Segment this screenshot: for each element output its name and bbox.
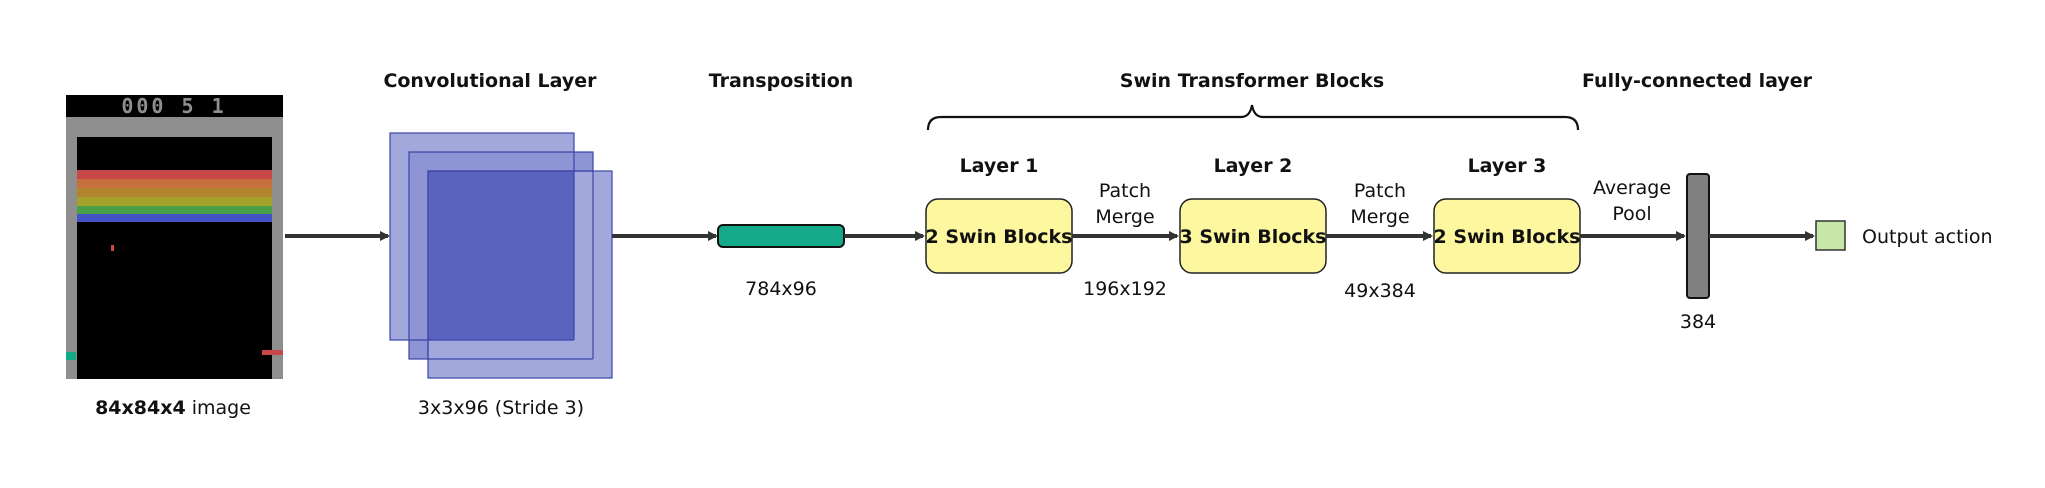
layer1-label: Layer 1 (960, 155, 1039, 177)
swin-group-brace (926, 104, 1580, 131)
output-label: Output action (1862, 226, 1993, 248)
brick-rows (77, 170, 272, 222)
transposition-bar (717, 224, 845, 248)
transposition-dims: 784x96 (745, 278, 817, 300)
fc-bar (1686, 173, 1710, 299)
input-frame: 000 5 1 (66, 94, 283, 379)
paddle (262, 350, 283, 355)
input-caption-dims: 84x84x4 (95, 397, 186, 419)
score-display: 000 5 1 (121, 94, 226, 118)
input-caption: 84x84x4 image (95, 397, 251, 419)
ball (111, 245, 114, 251)
input-caption-text: image (186, 397, 251, 419)
merge1-dims: 196x192 (1083, 278, 1167, 300)
pool-line2: Pool (1612, 203, 1651, 225)
output-box (1815, 220, 1846, 251)
conv-stack (389, 132, 613, 379)
merge2-line2: Merge (1350, 206, 1409, 228)
transposition-title: Transposition (709, 70, 854, 92)
merge2-line1: Patch (1354, 180, 1406, 202)
layer1-block-label: 2 Swin Blocks (926, 226, 1073, 248)
fc-dims: 384 (1680, 311, 1716, 333)
pool-line1: Average (1593, 177, 1671, 199)
merge1-line1: Patch (1099, 180, 1151, 202)
merge2-dims: 49x384 (1344, 280, 1416, 302)
fc-title: Fully-connected layer (1582, 70, 1813, 92)
layer2-label: Layer 2 (1214, 155, 1293, 177)
conv-title: Convolutional Layer (383, 70, 597, 92)
layer2-block-label: 3 Swin Blocks (1180, 226, 1327, 248)
swin-group-title: Swin Transformer Blocks (1120, 70, 1384, 92)
layer3-block-label: 2 Swin Blocks (1434, 226, 1581, 248)
layer3-label: Layer 3 (1468, 155, 1547, 177)
merge1-line2: Merge (1095, 206, 1154, 228)
conv-caption: 3x3x96 (Stride 3) (418, 397, 584, 419)
